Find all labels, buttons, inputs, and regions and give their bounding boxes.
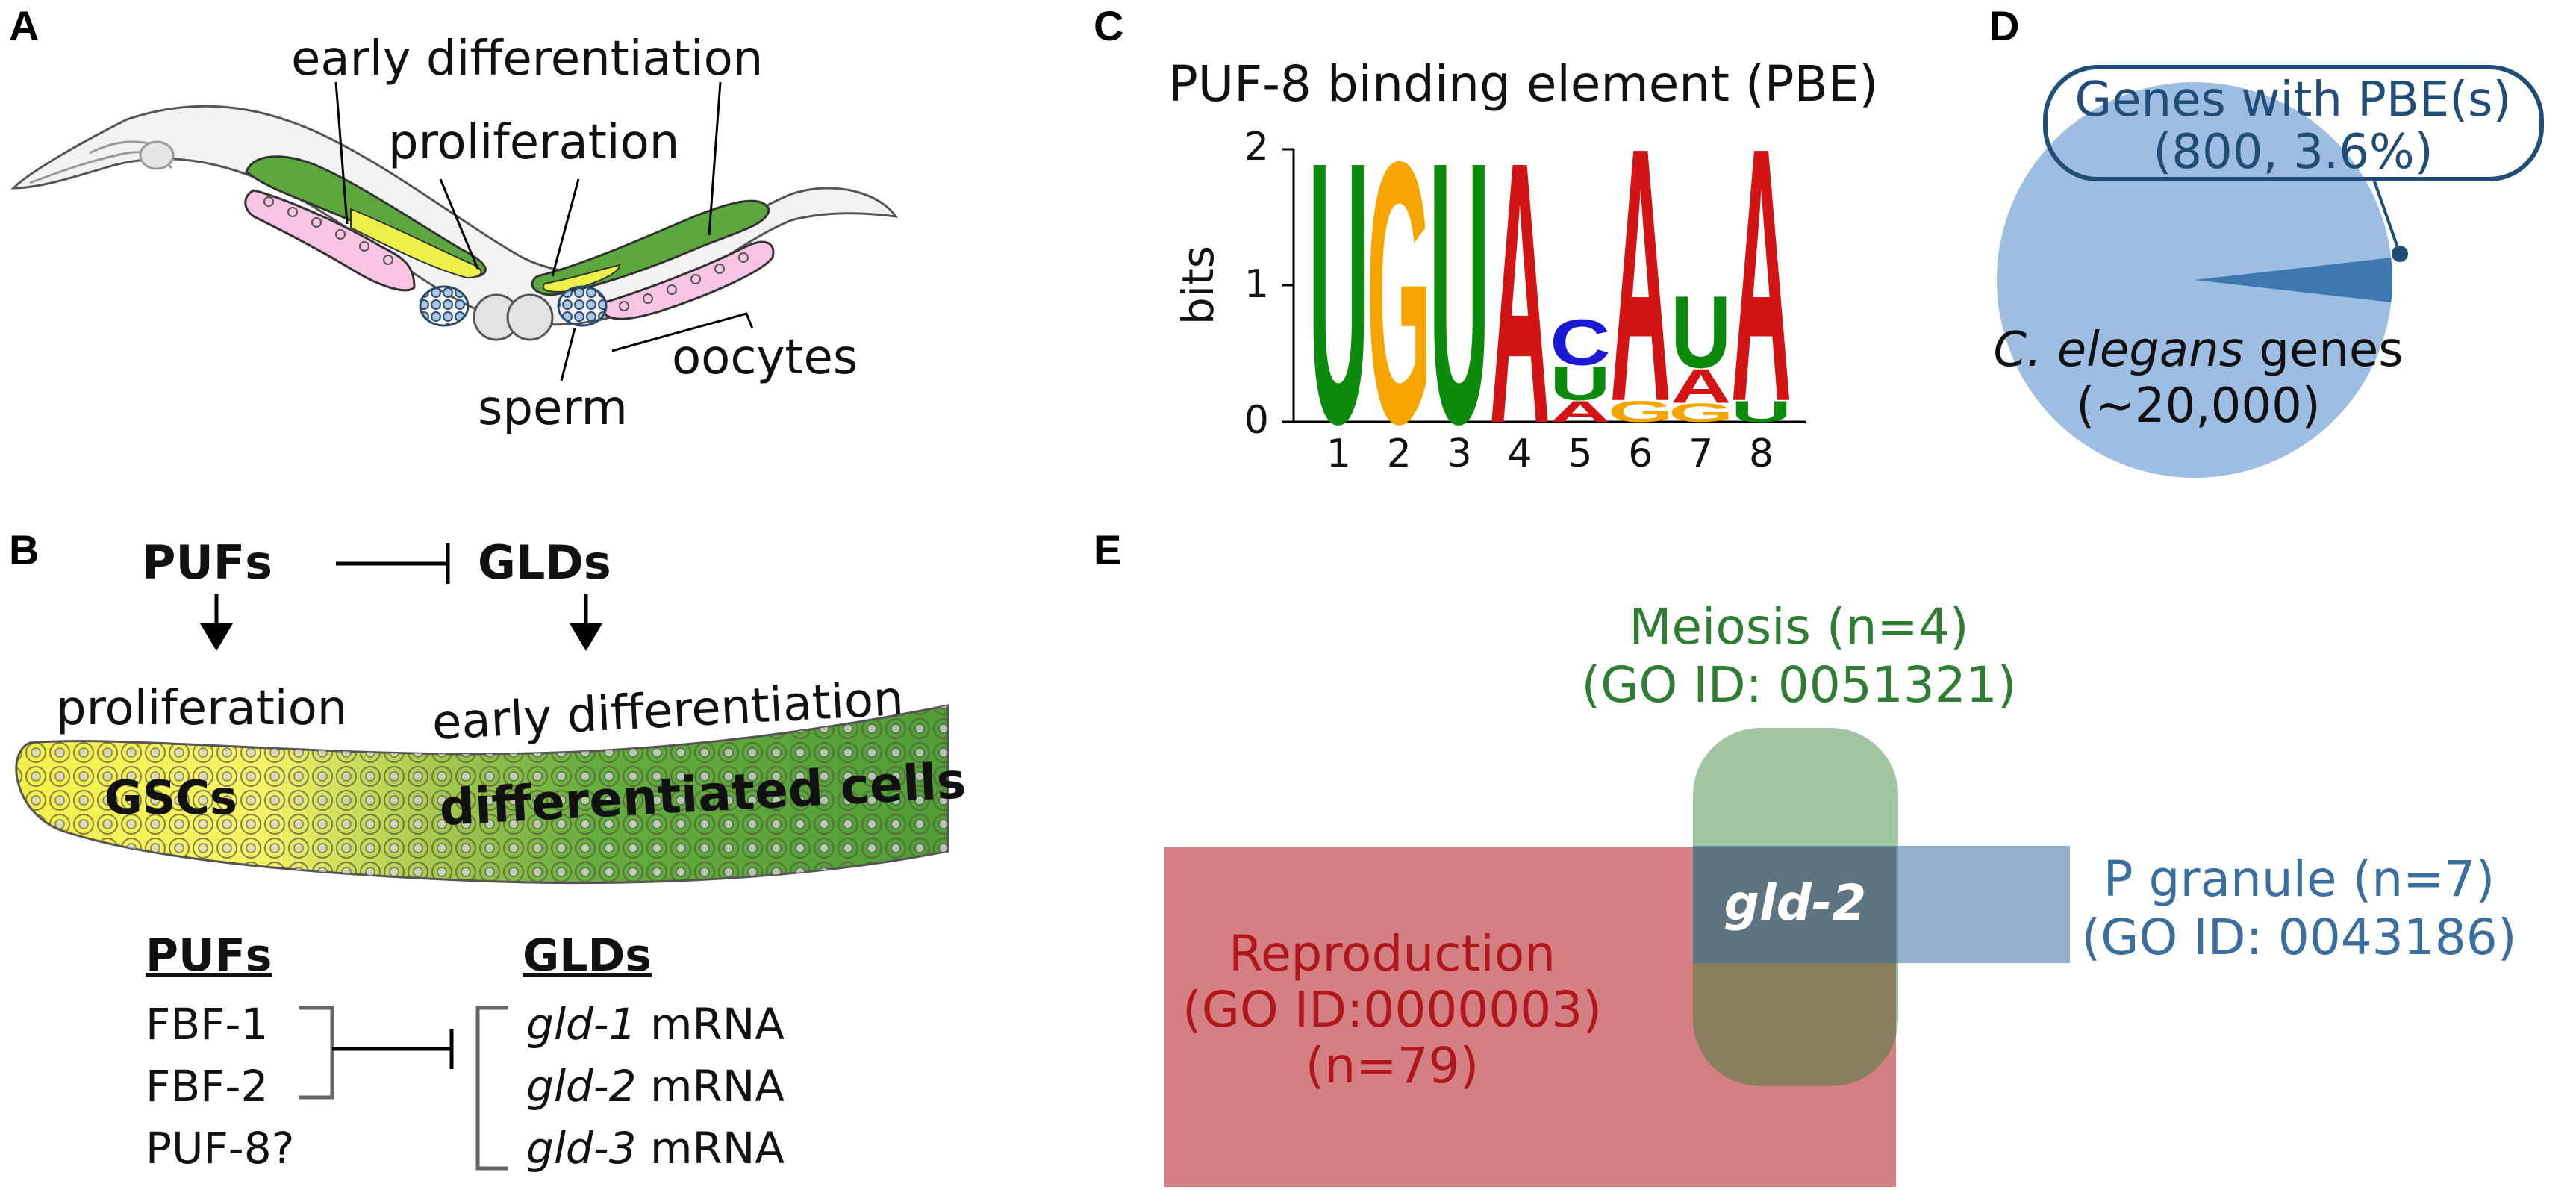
logo-title: PUF-8 binding element (PBE): [1168, 55, 1878, 113]
callout-line2: (800, 3.6%): [2153, 125, 2433, 180]
gonad-cells: [16, 705, 948, 883]
panel-a: A: [9, 2, 899, 436]
panel-c-letter: C: [1094, 2, 1123, 49]
logo-letter-8-U: U: [1731, 395, 1791, 429]
logo-letter-7-G: G: [1668, 398, 1733, 427]
table-brackets: [299, 1006, 508, 1171]
xtick-6: 6: [1628, 432, 1653, 476]
xtick-8: 8: [1749, 432, 1774, 476]
down-arrows: [200, 594, 602, 651]
panel-e-letter: E: [1094, 526, 1121, 573]
panel-d-letter: D: [1989, 2, 2019, 49]
logo-letter-5-A: A: [1550, 395, 1610, 429]
pie-slice-pbe: [2195, 258, 2392, 302]
table-inhibition: [332, 1029, 454, 1069]
logo-letter-1-U: U: [1309, 84, 1369, 501]
reproduction-label: Reproduction: [1229, 925, 1556, 982]
callout-line1: Genes with PBE(s): [2075, 72, 2512, 128]
spermatheca: [419, 285, 608, 341]
pie-label-count: (~20,000): [2076, 379, 2321, 434]
label-early-differentiation: early differentiation: [291, 31, 763, 87]
worm-bulb: [139, 140, 175, 170]
label-sperm: sperm: [478, 381, 628, 436]
pufs-heading: PUFs: [142, 535, 272, 590]
panel-d: D Genes with PBE(s) (800, 3.6%) C. elega…: [1989, 2, 2544, 478]
puf-inhibits-gld: [336, 543, 450, 584]
callout-dot: [2392, 246, 2408, 262]
logo-letter-2-G: G: [1367, 84, 1432, 501]
panel-a-leaders: [334, 81, 754, 381]
oocyte-cells: [263, 196, 749, 311]
gonad-right-proliferation: [542, 264, 621, 293]
pie-label-species: C. elegans genes: [1993, 323, 2403, 378]
logo-letter-7-U: U: [1671, 274, 1731, 389]
label-proliferation-b: proliferation: [56, 681, 347, 736]
ytick-1: 1: [1244, 262, 1269, 307]
oocytes-right: [603, 240, 775, 320]
gonad-left-proliferation: [350, 208, 482, 279]
logo-letter-3-U: U: [1429, 84, 1490, 501]
logo-letter-8-A: A: [1731, 72, 1791, 477]
xtick-4: 4: [1508, 432, 1532, 476]
panel-a-letter: A: [9, 2, 39, 49]
logo-letter-5-U: U: [1550, 357, 1610, 411]
label-gscs: GSCs: [105, 770, 237, 825]
logo-letter-7-A: A: [1671, 359, 1731, 413]
glds-heading: GLDs: [478, 535, 611, 590]
gld-item-3: gld-3 mRNA: [526, 1123, 785, 1174]
logo-ylabel: bits: [1173, 246, 1223, 325]
panel-b-letter: B: [9, 526, 39, 573]
callout-leader: [2372, 178, 2401, 255]
panel-b: B PUFs GLDs proliferation early differen…: [9, 526, 967, 1174]
puf-item-fbf2: FBF-2: [146, 1061, 268, 1112]
panel-c: C PUF-8 binding element (PBE) 2 1 0 bits…: [1094, 2, 1878, 501]
logo-letter-6-A: A: [1610, 72, 1671, 477]
xtick-7: 7: [1688, 432, 1713, 476]
puf-item-fbf1: FBF-1: [146, 999, 268, 1050]
label-proliferation-a: proliferation: [388, 115, 679, 170]
logo-letter-6-G: G: [1608, 395, 1673, 429]
ytick-2: 2: [1244, 125, 1269, 169]
callout-box: [2043, 65, 2544, 181]
xtick-5: 5: [1568, 432, 1592, 476]
panel-e: E Meiosis (n=4) (GO ID: 0051321) P granu…: [1094, 526, 2517, 1187]
xtick-3: 3: [1447, 432, 1472, 476]
reproduction-count: (n=79): [1306, 1037, 1479, 1094]
pufs-table-header: PUFs: [146, 929, 272, 982]
xtick-2: 2: [1387, 432, 1412, 476]
oocytes-left: [244, 189, 416, 292]
venn-center-gene: gld-2: [1724, 874, 1866, 932]
puf-item-puf8: PUF-8?: [146, 1123, 294, 1174]
label-oocytes: oocytes: [672, 330, 858, 385]
gld-item-2: gld-2 mRNA: [526, 1061, 785, 1112]
pgranule-label: P granule (n=7): [2103, 850, 2495, 908]
pgranule-go-id: (GO ID: 0043186): [2081, 909, 2516, 966]
meiosis-go-id: (GO ID: 0051321): [1581, 656, 2016, 714]
logo-letter-5-C: C: [1550, 306, 1610, 379]
meiosis-label: Meiosis (n=4): [1630, 598, 1969, 655]
ytick-0: 0: [1244, 398, 1269, 443]
venn-pgranule: [1693, 846, 2070, 963]
logo-axes: [1282, 148, 1806, 423]
gld-item-1: gld-1 mRNA: [526, 999, 785, 1050]
reproduction-go-id: (GO ID:0000003): [1182, 981, 1602, 1038]
logo-letter-4-A: A: [1490, 84, 1550, 501]
xtick-1: 1: [1326, 432, 1351, 476]
glds-table-header: GLDs: [523, 929, 652, 982]
